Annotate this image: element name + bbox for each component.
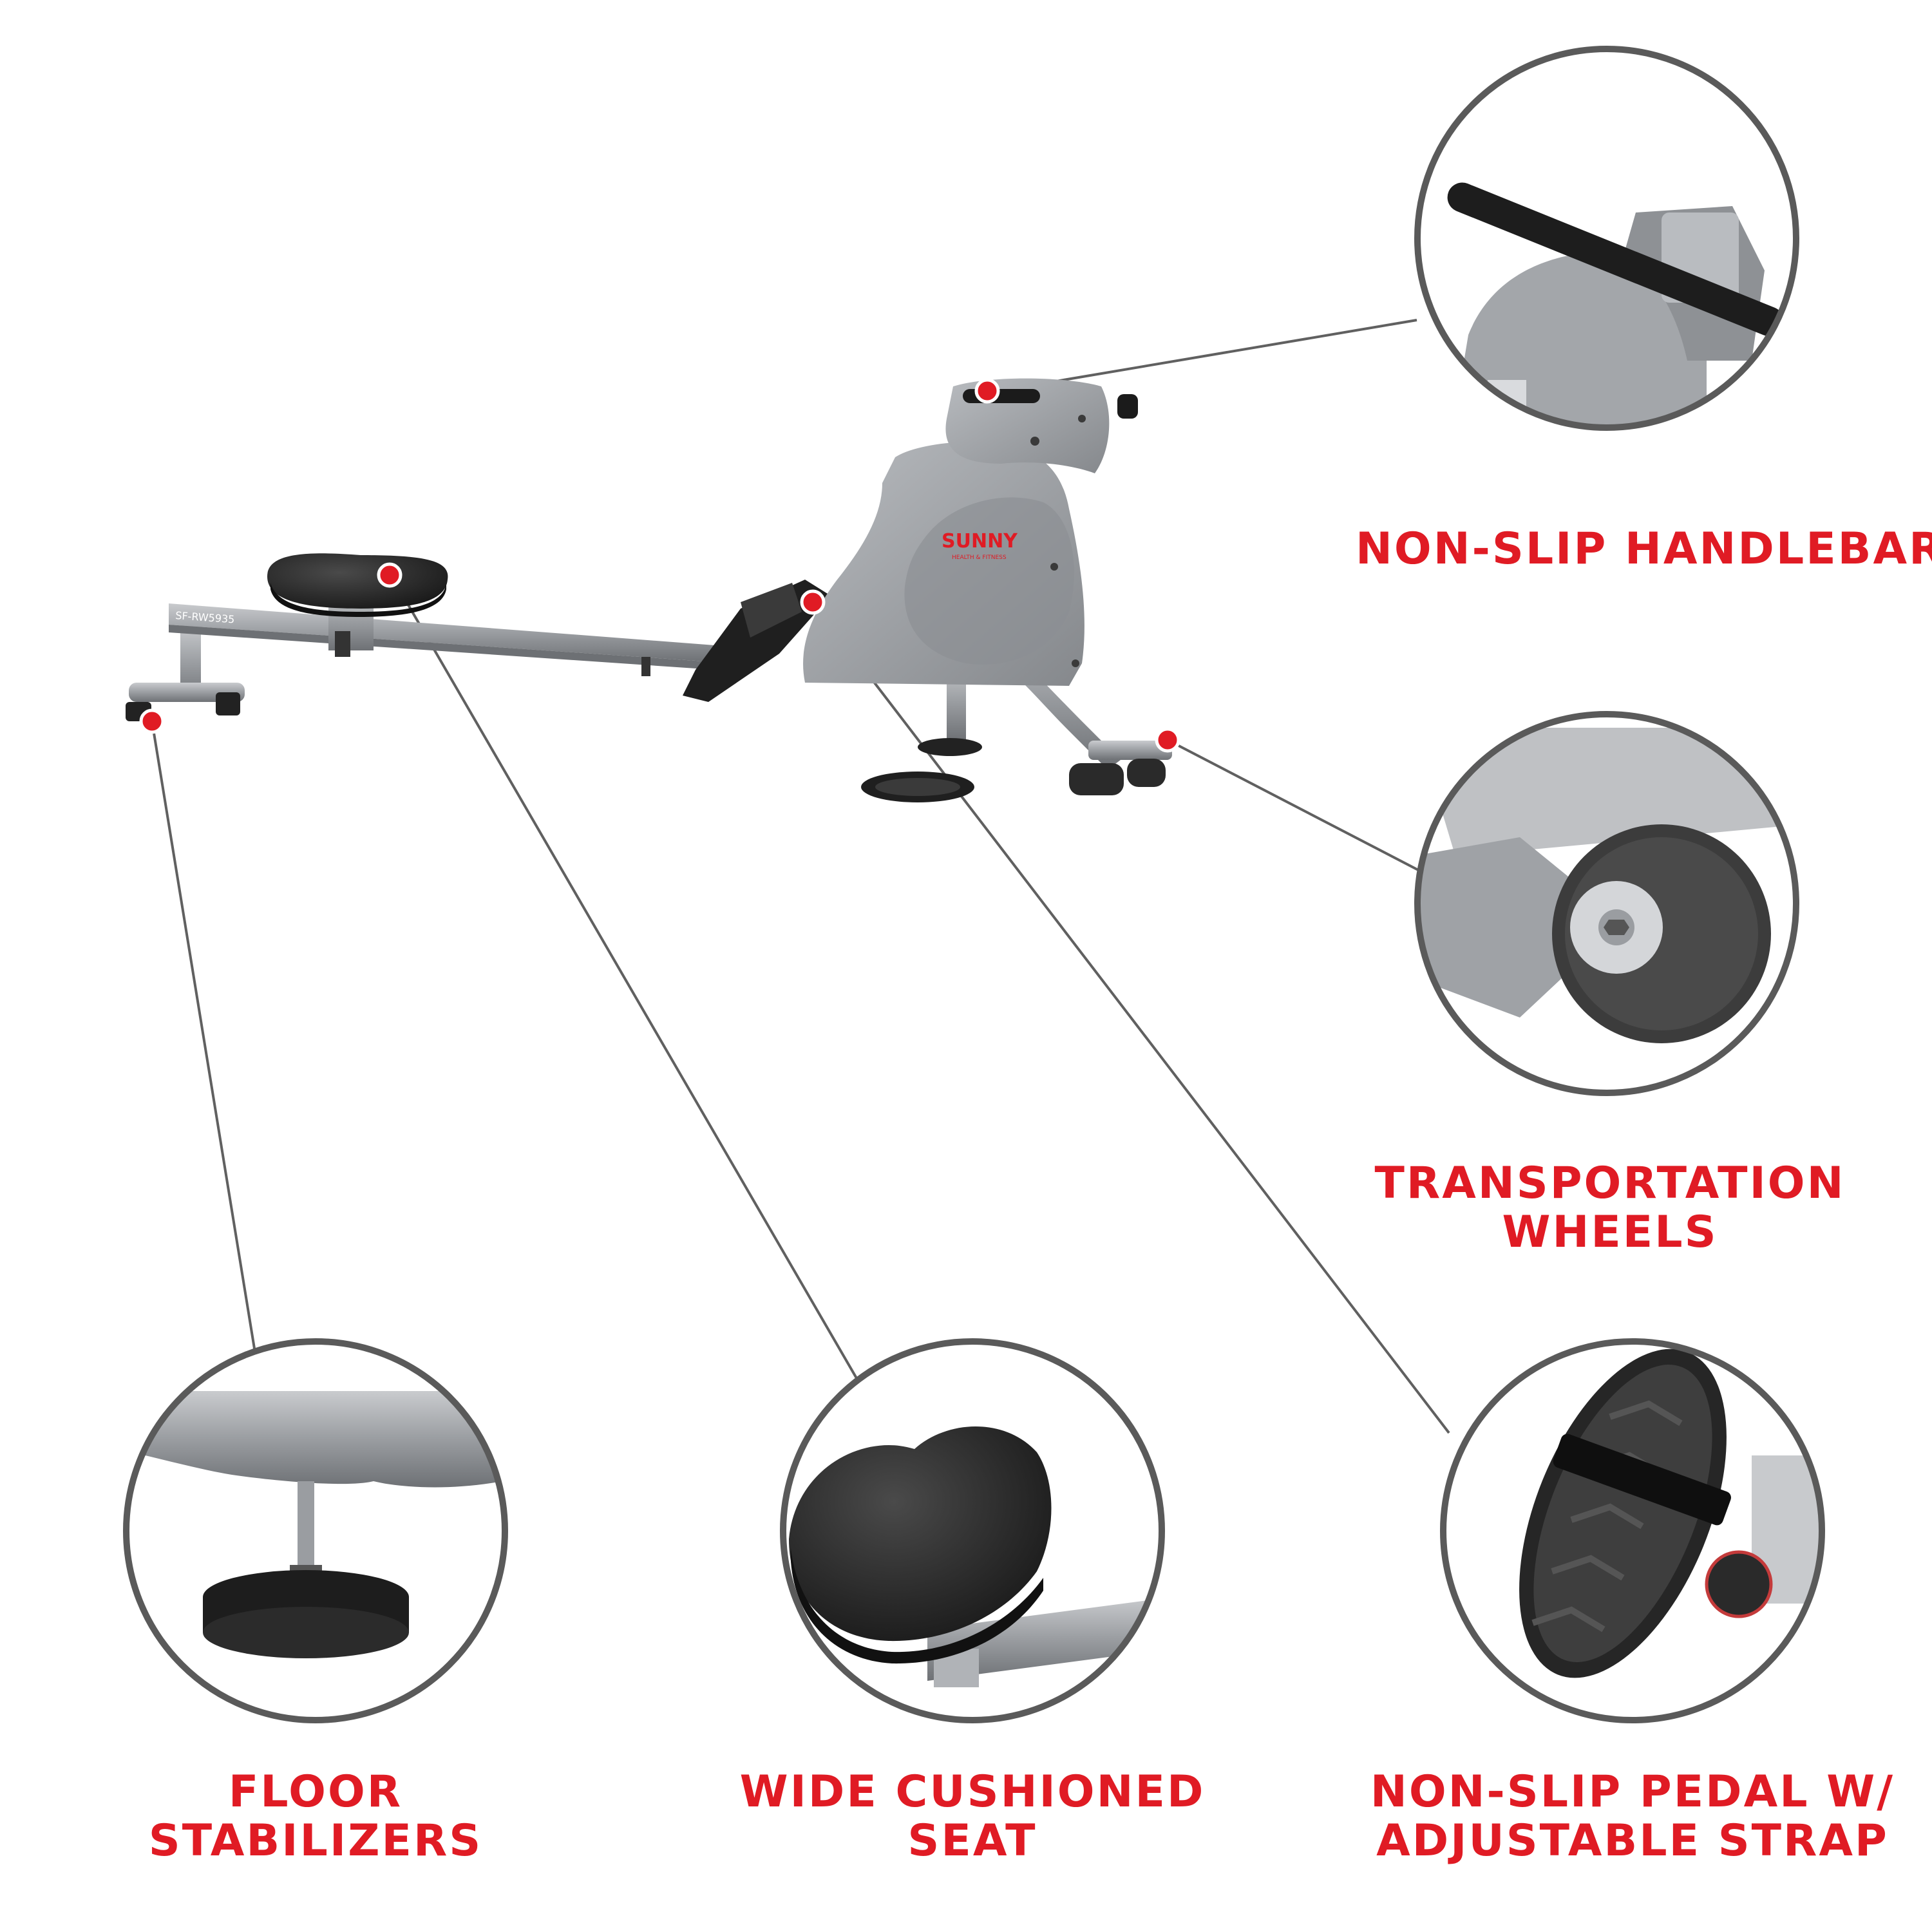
rowing-machine: SF-RW5935 SUNNY	[126, 378, 1172, 802]
label-line: WHEELS	[1502, 1207, 1718, 1258]
label-line: NON-SLIP PEDAL W/	[1370, 1766, 1895, 1817]
detail-circle-stabilizers	[123, 1338, 508, 1723]
brand-tagline-text: HEALTH & FITNESS	[952, 554, 1007, 561]
label-transportation-wheels: TRANSPORTATION WHEELS	[1362, 1159, 1858, 1257]
leader-line-seat	[392, 577, 858, 1379]
label-line: TRANSPORTATION	[1374, 1158, 1846, 1209]
detail-circle-wheels	[1414, 711, 1799, 1096]
label-non-slip-pedal: NON-SLIP PEDAL W/ ADJUSTABLE STRAP	[1356, 1766, 1909, 1867]
rear-stabilizer	[126, 625, 245, 721]
label-floor-stabilizers: FLOOR STABILIZERS	[119, 1766, 512, 1867]
detail-circle-seat	[780, 1338, 1165, 1723]
leader-lines	[151, 319, 1450, 1434]
label-line: STABILIZERS	[148, 1815, 483, 1867]
leader-line-wheels	[1167, 739, 1424, 874]
detail-circle-handlebar	[1414, 46, 1799, 431]
detail-circle-pedal	[1440, 1338, 1825, 1723]
label-line: NON-SLIP HANDLEBAR	[1356, 524, 1932, 574]
red-markers	[139, 378, 1180, 753]
red-dot-marker-icon	[800, 589, 826, 615]
label-line: WIDE CUSHIONED	[739, 1766, 1206, 1817]
label-non-slip-handlebar: NON-SLIP HANDLEBAR	[1356, 524, 1932, 574]
red-dot-marker-icon	[377, 562, 402, 588]
label-wide-cushioned-seat: WIDE CUSHIONED SEAT	[721, 1766, 1224, 1867]
label-line: SEAT	[907, 1815, 1037, 1867]
seat-rail: SF-RW5935	[169, 603, 715, 676]
rower-seat	[267, 553, 448, 657]
red-dot-marker-icon	[1155, 727, 1180, 753]
leader-line-pedal	[811, 601, 1450, 1434]
foot-pedal	[683, 580, 831, 702]
label-line: ADJUSTABLE STRAP	[1376, 1815, 1889, 1867]
brand-logo-text: SUNNY	[942, 530, 1018, 553]
leader-line-handlebar	[994, 319, 1417, 393]
label-line: FLOOR	[228, 1766, 403, 1817]
red-dot-marker-icon	[974, 378, 1000, 404]
rower-body: SUNNY HEALTH & FITNESS	[803, 378, 1110, 686]
leader-line-stabilizers	[151, 721, 256, 1353]
red-dot-marker-icon	[139, 708, 165, 734]
